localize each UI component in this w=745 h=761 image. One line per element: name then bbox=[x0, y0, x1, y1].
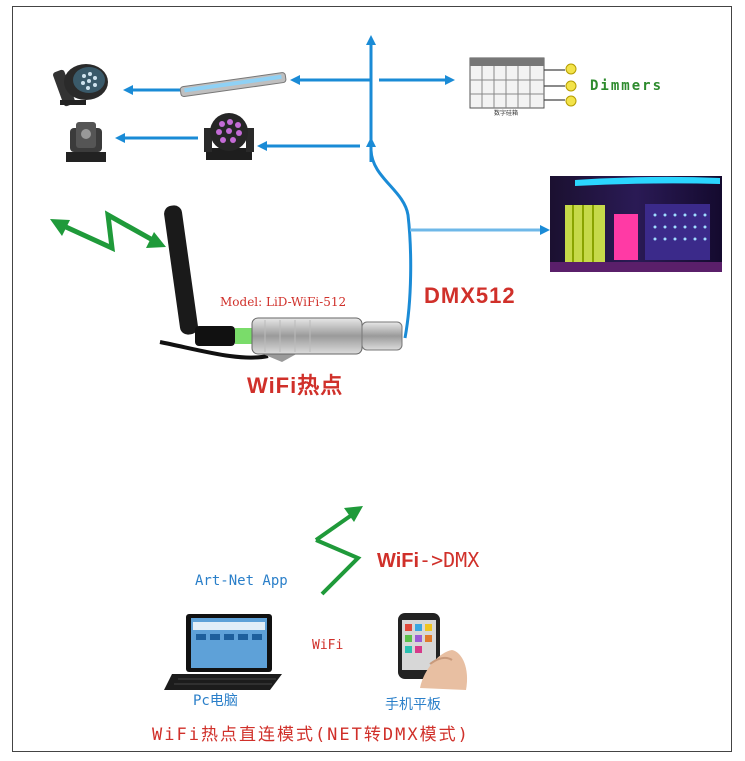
wifi-to-dmx-label-a: WiFi bbox=[377, 550, 420, 572]
smartphone-hand-icon bbox=[398, 613, 468, 690]
dimmer-rack-icon bbox=[469, 57, 565, 109]
led-moving-head-wash-icon bbox=[204, 113, 254, 160]
wireless-signal-icon-bottom bbox=[314, 506, 363, 596]
dimmer-pack-caption: 数字硅箱 bbox=[494, 110, 519, 117]
wireless-signal-icon-top bbox=[50, 210, 166, 253]
wifi-antenna-dongle bbox=[159, 205, 403, 362]
dmx512-label: DMX512 bbox=[424, 283, 516, 308]
par-can-light-icon bbox=[53, 64, 108, 107]
dmx-flow-lines bbox=[115, 35, 550, 339]
light-bulb-icon bbox=[565, 63, 577, 107]
wifi-to-dmx-label: WiFi->DMX bbox=[377, 548, 479, 573]
diagram-frame bbox=[12, 6, 732, 752]
wifi-hotspot-label: WiFi热点 bbox=[247, 373, 344, 398]
riser-line bbox=[369, 149, 413, 339]
mode-caption: WiFi热点直连模式(NET转DMX模式) bbox=[152, 725, 470, 745]
pc-label: Pc电脑 bbox=[193, 693, 238, 709]
model-label: Model: LiD-WiFi-512 bbox=[220, 295, 347, 309]
dimmers-label: Dimmers bbox=[590, 78, 664, 94]
moving-head-icon bbox=[66, 122, 106, 162]
wifi-label: WiFi bbox=[312, 638, 344, 653]
wifi-to-dmx-label-b: ->DMX bbox=[419, 548, 480, 572]
phone-tablet-label: 手机平板 bbox=[385, 697, 441, 713]
led-stage-photo bbox=[550, 176, 722, 272]
laptop-icon bbox=[164, 614, 282, 690]
led-wall-washer-bar-icon bbox=[179, 72, 287, 98]
artnet-app-label: Art-Net App bbox=[195, 573, 288, 589]
